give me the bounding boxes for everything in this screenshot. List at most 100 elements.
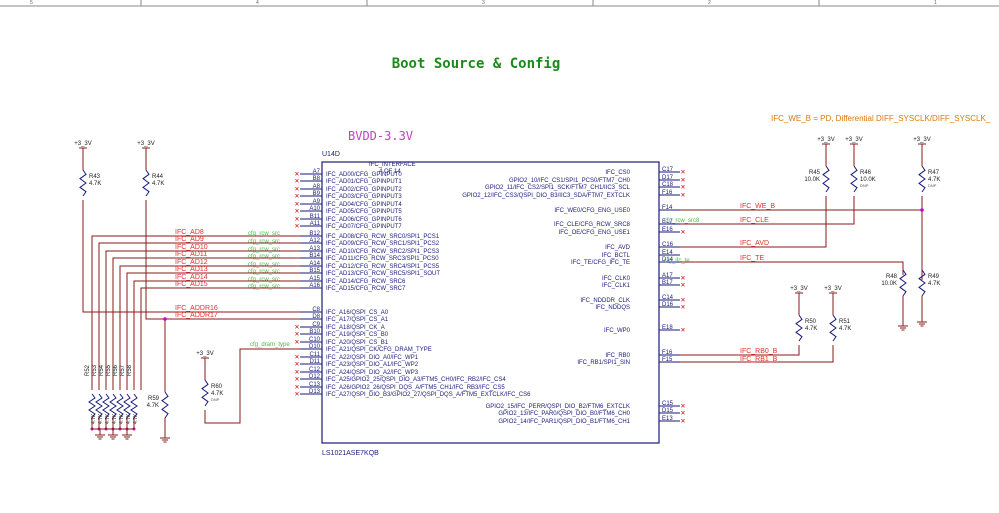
right-pin-group: C17IFC_CS0×D17GPIO2_10/IFC_CS1/SPI1_PCS0… [462,167,685,426]
net-label: IFC_ADDR16 [175,305,218,312]
pin-number: D12 [309,374,321,380]
wire-dram-type [204,348,300,424]
ground-symbol [917,316,927,327]
resistor-ref: R52 [85,364,91,376]
resistor-group: +3_3VR434.7K+3_3VR444.7K+3_3VR4510.0K+3_… [74,137,940,429]
pin-name: IFC_WP0 [604,328,631,334]
no-connect-mark: × [295,170,300,179]
power-rail-label: +3_3V [913,137,931,143]
pin-number: B8 [313,176,321,182]
resistor-body [88,393,96,419]
pin-number: A7 [313,169,321,175]
net-label: IFC_WE_B [740,203,775,210]
net-label: IFC_AD8 [175,229,204,236]
resistor-ref: R54 [99,364,105,376]
ground-symbol [898,320,908,331]
no-connect-mark: × [295,375,300,384]
pin-number: A17 [662,273,673,279]
frame-tick-label: 2 [708,0,711,6]
power-rail-label: +3_3V [196,351,214,357]
no-connect-mark: × [295,383,300,392]
resistor-value: 4.7K [805,326,817,332]
resistor-body [201,379,209,407]
net-label: IFC_AD10 [175,244,208,251]
pin-number: F15 [662,357,673,363]
pin-name: GPIO2_10/IFC_CS1/SPI1_PCS0/FTM7_CH0 [509,178,631,184]
resistor-note: DNP [860,183,869,188]
resistor-ref: R48 [886,274,898,280]
net-labels: IFC_AD8 IFC_AD9 IFC_AD10 IFC_AD11 IFC_AD… [175,203,778,363]
resistor-value: 10.0K [804,177,820,183]
resistor-ref: R58 [127,364,133,376]
pin-name: IFC_CLK0 [602,276,631,282]
wire-ad11 [112,257,300,390]
pin-number: C14 [662,295,674,301]
net-label: IFC_RB1_B [740,356,778,363]
no-connect-mark: × [681,191,686,200]
pin-number: F16 [662,350,673,356]
pin-number: C8 [312,307,320,313]
pin-number: C16 [662,242,674,248]
resistor-value: 10.0K [860,177,876,183]
resistor: R52 4.7K [85,364,97,429]
pin-number: D14 [662,257,674,263]
pin-number: A15 [309,276,320,282]
no-connect-mark: × [681,296,686,305]
junction-dot [163,317,167,321]
rcw-label: cfg_rcw_src [248,284,280,290]
resistor-body [161,391,169,419]
pin-name: IFC_A24/QSPI_DIO_A2/IFC_WP3 [326,370,419,376]
pin-number: B17 [662,280,673,286]
no-connect-mark: × [295,185,300,194]
power-label: BVDD-3.3V [348,129,413,143]
resistor-ref: R46 [860,170,872,176]
resistor-body [142,169,150,197]
resistor-value: 4.7K [105,413,111,424]
net-label: IFC_AD14 [175,274,208,281]
part-number: LS1021ASE7KQB [322,450,379,457]
right-pin: C15GPIO2_15/IFC_PERR/QSPI_DIO_B2/FTM6_EX… [486,401,686,411]
pin-number: A10 [309,206,320,212]
pin-name: IFC_AD08/CFG_RCW_SRC0/SPI1_PCS1 [326,234,440,240]
wires [82,196,923,424]
pin-name: IFC_A17/QSPI_CS_A1 [326,317,389,323]
resistor-body [850,165,858,193]
no-connect-mark: × [295,330,300,339]
junction-dot [920,208,924,212]
resistor-ref: R53 [92,364,98,376]
pin-name: IFC_A18/QSPI_CK_A [326,325,385,331]
resistor-body [102,393,110,419]
resistor-value: 4.7K [91,413,97,424]
resistor-ref: R45 [809,170,821,176]
resistor-note: DNP [928,183,937,188]
resistor-body [829,314,837,342]
net-label: IFC_AVD [740,240,769,247]
pin-number: D16 [662,302,674,308]
pin-name: IFC_RB0 [605,353,630,359]
resistor-body [109,393,117,419]
resistor-ref: R43 [89,174,101,180]
net-label: IFC_AD12 [175,259,208,266]
